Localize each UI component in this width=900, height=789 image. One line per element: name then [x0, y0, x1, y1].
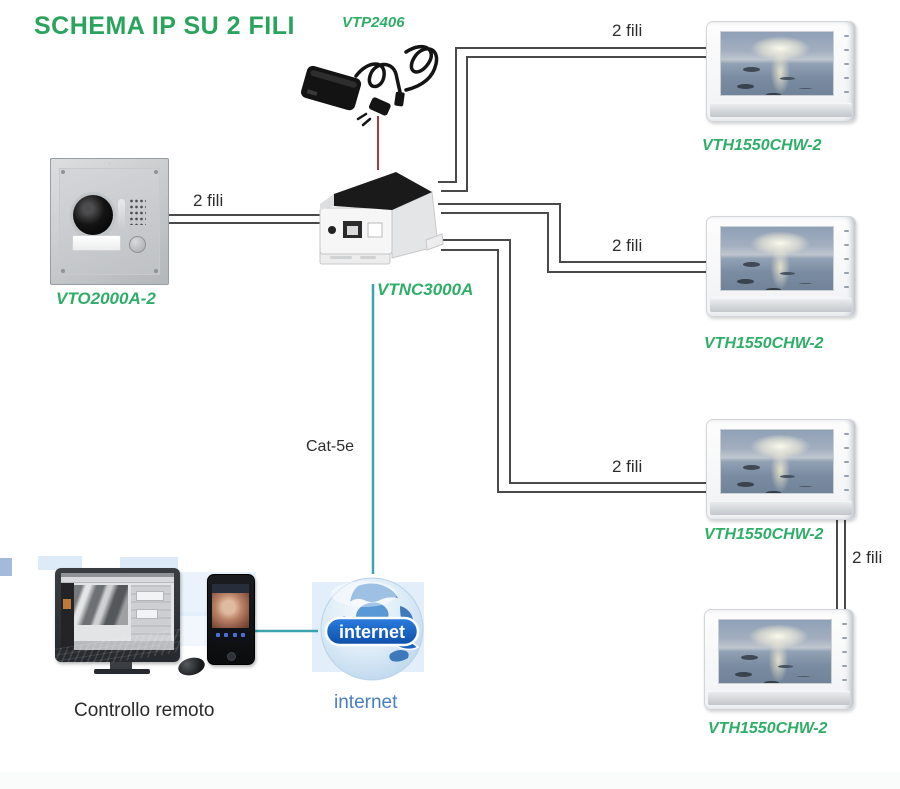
slot	[360, 256, 376, 259]
light-strip	[118, 199, 125, 232]
dc-jack	[328, 226, 336, 234]
monitor-stand	[110, 662, 132, 670]
cat5e-label: Cat-5e	[306, 438, 355, 455]
monitor-bottom-bar	[708, 691, 850, 705]
phone-statusbar	[212, 584, 249, 593]
brand-logo: ·	[108, 161, 111, 167]
power-adapter-label: VTP2406	[342, 14, 405, 31]
wire-vtnc-to-monitor-3	[438, 239, 708, 493]
touch-keys	[844, 230, 849, 288]
smartphone-image	[207, 574, 255, 665]
phone-app-buttons	[212, 628, 249, 642]
monitor-screen-sunset	[718, 619, 832, 684]
controller-image	[316, 160, 448, 272]
window-titlebar	[61, 573, 174, 577]
wire-label-monitor-3: 2 fili	[612, 457, 643, 476]
adapter-brick	[301, 65, 362, 111]
screw	[154, 269, 158, 273]
indoor-monitor-2-label: VTH1550CHW-2	[704, 335, 824, 352]
app-statusbar	[74, 641, 174, 650]
internet-globe-image: internet	[314, 572, 432, 690]
screw	[61, 269, 65, 273]
wire-label-vto: 2 fili	[193, 191, 224, 210]
indoor-monitor-3	[706, 419, 856, 520]
indoor-monitor-2	[706, 216, 856, 317]
adapter-cable	[354, 62, 402, 94]
phone-home-button	[227, 652, 236, 661]
power-plug	[356, 97, 391, 127]
screw	[61, 170, 65, 174]
indoor-monitor-3-label: VTH1550CHW-2	[704, 526, 824, 543]
remote-pc-image	[36, 556, 218, 696]
monitor-screen-sunset	[720, 429, 834, 494]
slot	[330, 256, 352, 259]
touch-keys	[844, 35, 849, 93]
pc-screen-software	[61, 573, 174, 650]
adapter-barrel-plug	[394, 91, 405, 107]
wire-label-monitor-4: 2 fili	[852, 548, 883, 567]
internet-badge-text: internet	[339, 622, 405, 642]
settings-panel	[131, 585, 171, 643]
monitor-bottom-bar	[710, 298, 852, 312]
mouse	[176, 654, 207, 679]
camera-dome	[73, 195, 113, 235]
phone-screen	[212, 584, 249, 642]
controller-top-edge	[320, 194, 334, 210]
monitor-bottom-bar	[710, 103, 852, 117]
wire-vtnc-to-monitor-1	[438, 47, 708, 192]
panel-field	[136, 591, 164, 601]
app-sidebar	[61, 583, 74, 650]
sidebar-thumbnail	[63, 599, 71, 609]
indoor-monitor-4-label: VTH1550CHW-2	[708, 720, 828, 737]
indoor-monitor-1	[706, 21, 856, 122]
rj45-inner	[347, 226, 358, 235]
door-station-image: ·	[50, 158, 169, 285]
controller-top-black	[334, 172, 432, 210]
reset-button	[367, 222, 383, 238]
speaker-grille	[128, 197, 146, 225]
wire-label-monitor-2: 2 fili	[612, 236, 643, 255]
remote-station-label: Controllo remoto	[74, 700, 215, 721]
wire-vtnc-to-monitor-2	[438, 203, 708, 273]
door-station-label: VTO2000A-2	[56, 289, 156, 308]
camera-preview	[74, 585, 128, 625]
din-flange-right	[425, 233, 444, 251]
touch-keys	[844, 433, 849, 491]
name-plate	[72, 235, 121, 251]
wire-monitor-3-to-monitor-4	[836, 519, 846, 609]
indoor-monitor-1-label: VTH1550CHW-2	[702, 137, 822, 154]
monitor-bottom-bar	[710, 501, 852, 515]
screw	[154, 170, 158, 174]
pc-monitor	[55, 568, 180, 662]
internet-badge: internet	[324, 616, 420, 651]
controller-label: VTNC3000A	[377, 280, 474, 299]
panel-field	[136, 609, 158, 619]
monitor-screen-sunset	[720, 226, 834, 291]
power-adapter-image	[294, 34, 442, 132]
power-cord	[404, 45, 439, 92]
globe-gloss	[331, 581, 397, 607]
phone-camera-view	[212, 593, 249, 628]
page-title: SCHEMA IP SU 2 FILI	[34, 12, 295, 40]
touch-keys	[842, 623, 847, 681]
indoor-monitor-4	[704, 609, 854, 710]
wire-vto-to-vtnc	[168, 214, 330, 224]
monitor-base	[94, 669, 150, 674]
wire-label-monitor-1: 2 fili	[612, 21, 643, 40]
monitor-screen-sunset	[720, 31, 834, 96]
internet-caption: internet	[334, 692, 398, 713]
call-button	[129, 236, 146, 253]
window-toolbar	[61, 577, 174, 583]
